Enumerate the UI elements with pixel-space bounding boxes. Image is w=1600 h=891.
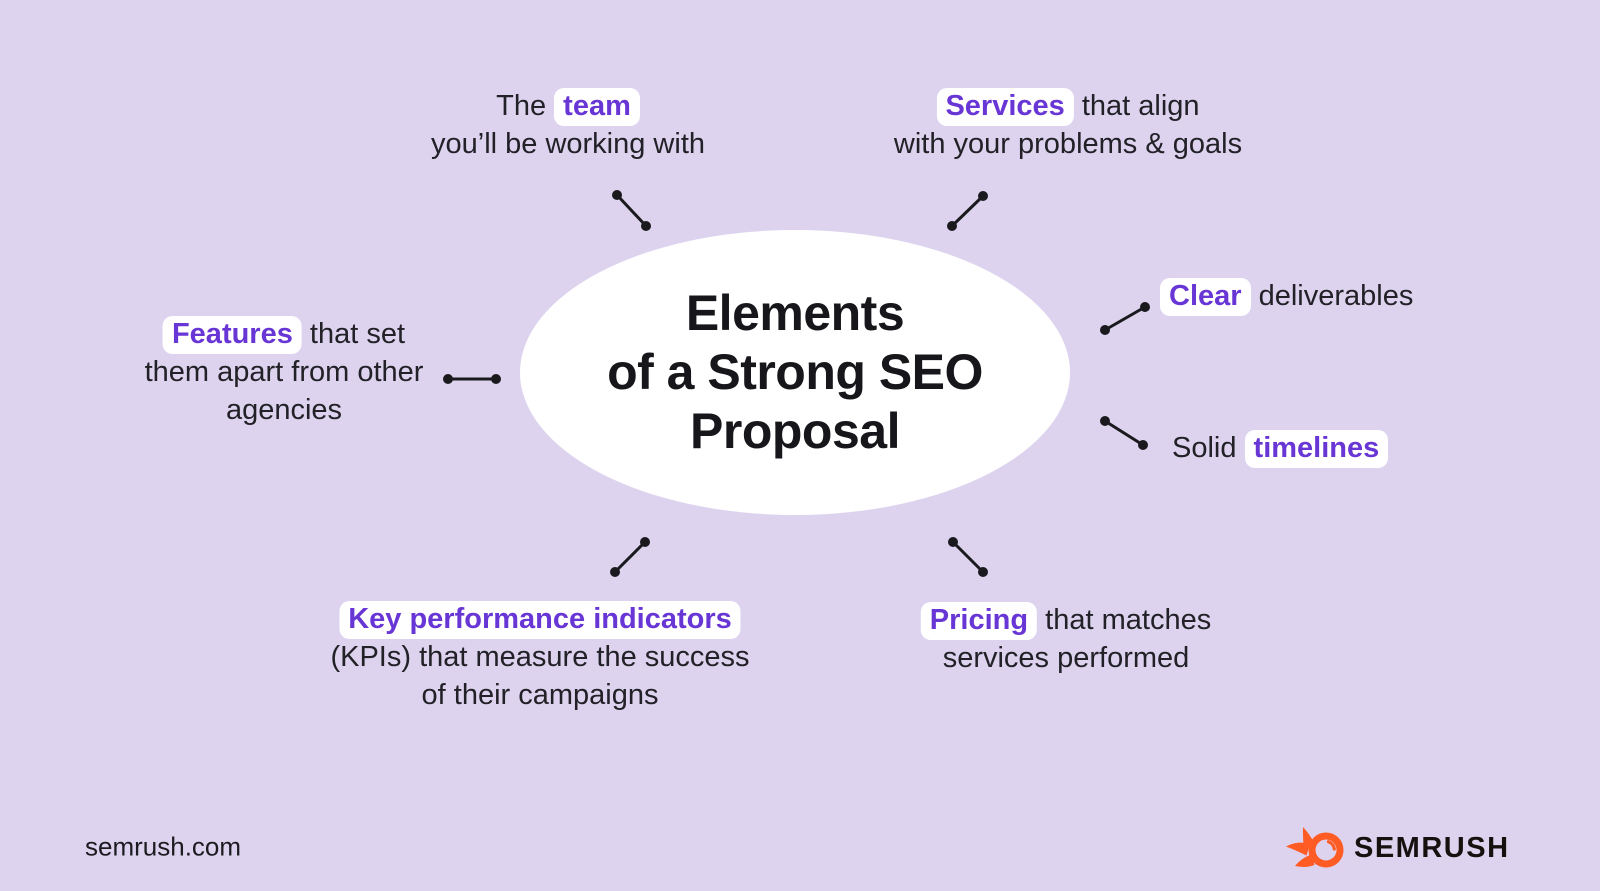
node-team-pre: The [496,90,555,122]
semrush-wordmark: SEMRUSH [1354,831,1510,864]
connector-clear [1100,302,1150,335]
node-kpi-line-2: (KPIs) that measure the success [330,641,750,673]
node-clear-highlight: Clear [1160,278,1251,316]
connector-services [947,191,988,231]
connector-timelines [1100,416,1148,450]
node-services-line-1: Services that align [894,87,1242,126]
connector-kpi [610,537,650,577]
title-line-2: of a Strong SEO [607,344,983,400]
connector-pricing [948,537,988,577]
node-kpi-line-1: Key performance indicators [330,600,749,639]
node-services: Services that align with your problems &… [894,87,1242,163]
node-features-highlight: Features [162,316,302,354]
node-services-post: that align [1073,90,1200,122]
node-features-line-2: them apart from other [144,356,424,388]
node-features-post: that set [301,318,406,350]
node-team-highlight: team [554,88,640,126]
node-timelines-pre: Solid [1172,432,1245,464]
connector-features [443,374,501,384]
node-clear: Clear deliverables [1160,277,1414,316]
node-pricing: Pricing that matches services performed [920,601,1212,677]
node-timelines-line-1: Solid timelines [1172,429,1389,468]
node-timelines-highlight: timelines [1244,430,1389,468]
title-line-3: Proposal [690,403,900,459]
node-features-line-3: agencies [225,394,343,426]
node-kpi-highlight: Key performance indicators [339,601,741,639]
semrush-logo: SEMRUSH [1286,826,1510,870]
site-url: semrush.com [85,831,242,862]
node-clear-post: deliverables [1250,280,1414,312]
node-services-highlight: Services [936,88,1074,126]
node-timelines: Solid timelines [1172,429,1389,468]
node-pricing-line-1: Pricing that matches [920,601,1212,640]
node-team-line-2: you’ll be working with [430,128,706,160]
node-team-line-1: The team [431,87,705,126]
node-features: Features that set them apart from other … [144,315,424,429]
node-kpi: Key performance indicators (KPIs) that m… [330,600,750,714]
central-ellipse: Elements of a Strong SEO Proposal [520,230,1070,515]
node-features-line-1: Features that set [145,315,424,354]
semrush-fireball-icon [1286,827,1344,868]
node-kpi-line-3: of their campaigns [421,679,659,711]
node-pricing-post: that matches [1037,604,1212,636]
node-pricing-line-2: services performed [942,642,1190,674]
connector-team [612,190,651,231]
title-line-1: Elements [685,285,905,341]
node-pricing-highlight: Pricing [920,602,1038,640]
node-clear-line-1: Clear deliverables [1160,277,1414,316]
node-services-line-2: with your problems & goals [893,128,1243,160]
node-team: The team you’ll be working with [431,87,705,163]
page-title: Elements of a Strong SEO Proposal [607,284,983,461]
